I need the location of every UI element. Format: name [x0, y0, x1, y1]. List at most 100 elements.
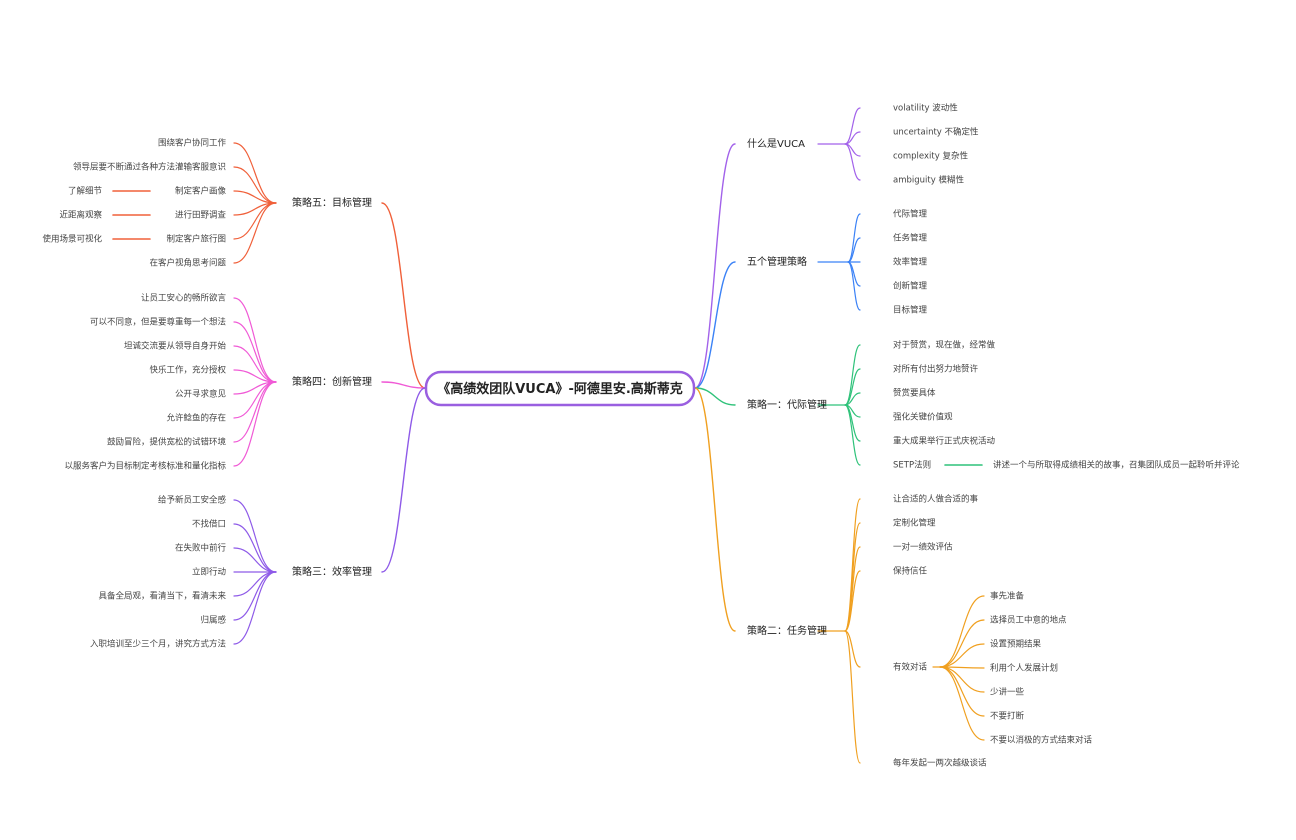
branch-7-child-3-connector [233, 547, 277, 573]
branch-3-child-3-connector [844, 392, 861, 406]
branch-5-child-6-connector [233, 202, 277, 264]
branch-4-child-5-sub-5-connector [939, 666, 985, 693]
branch-1-child-4-connector [844, 143, 861, 181]
branch-4-child-5-sub-1-connector [939, 595, 985, 668]
branch-3-child-5[interactable]: 重大成果举行正式庆祝活动 [893, 436, 996, 447]
branch-1-child-1[interactable]: volatility 波动性 [893, 103, 958, 114]
branch-7-child-4[interactable]: 立即行动 [192, 567, 227, 578]
branch-6-child-6[interactable]: 允许鲶鱼的存在 [166, 413, 226, 424]
branch-4-child-5-sub-2[interactable]: 选择员工中意的地点 [990, 615, 1067, 626]
branch-4-child-4[interactable]: 保持信任 [893, 566, 928, 577]
branch-4-child-2-connector [844, 522, 861, 632]
branch-4-child-2[interactable]: 定制化管理 [893, 518, 936, 529]
branch-1-child-1-connector [844, 107, 861, 145]
branch-4-child-5-sub-7[interactable]: 不要以消极的方式结束对话 [990, 735, 1093, 746]
branch-7-label[interactable]: 策略三：效率管理 [292, 565, 372, 578]
node-layer: 《高绩效团队VUCA》-阿德里安.高斯蒂克 什么是VUCA volatility … [42, 103, 1240, 769]
branch-6-child-8[interactable]: 以服务客户为目标制定考核标准和量化指标 [64, 461, 226, 472]
branch-5-child-3-sub-1[interactable]: 了解细节 [68, 186, 103, 197]
branch-3-child-2-connector [844, 368, 861, 406]
branch-6-child-7-connector [233, 381, 277, 443]
branch-2-child-2[interactable]: 任务管理 [893, 233, 928, 244]
branch-6-child-1-connector [233, 297, 277, 383]
branch-4-child-6-connector [844, 630, 861, 764]
branch-5-child-3[interactable]: 制定客户画像 [175, 186, 227, 197]
branch-2-label[interactable]: 五个管理策略 [747, 255, 807, 268]
branch-6-child-5[interactable]: 公开寻求意见 [175, 389, 227, 400]
branch-4-child-4-connector [844, 570, 861, 632]
branch-6-child-8-connector [233, 381, 277, 467]
branch-6-child-7[interactable]: 鼓励冒险，提供宽松的试错环境 [107, 437, 227, 448]
root-node-box[interactable] [424, 370, 696, 407]
branch-6-child-4[interactable]: 快乐工作，充分授权 [149, 365, 226, 376]
branch-3-child-4[interactable]: 强化关键价值观 [893, 412, 953, 423]
branch-5-connector [381, 202, 426, 389]
branch-7-child-3[interactable]: 在失败中前行 [175, 543, 227, 554]
branch-4-child-1-connector [844, 498, 861, 632]
branch-5-child-1[interactable]: 围绕客户协同工作 [158, 138, 227, 149]
branch-6-connector [381, 381, 426, 389]
branch-5-child-6[interactable]: 在客户视角思考问题 [149, 258, 226, 269]
branch-5-child-4-sub-1[interactable]: 近距离观察 [59, 210, 102, 221]
branch-3-label[interactable]: 策略一：代际管理 [747, 398, 827, 411]
branch-7-child-1[interactable]: 给予新员工安全感 [158, 495, 227, 506]
branch-1-child-3[interactable]: complexity 复杂性 [893, 151, 968, 162]
branch-1-child-2[interactable]: uncertainty 不确定性 [893, 127, 979, 138]
branch-4-child-5[interactable]: 有效对话 [893, 662, 928, 673]
branch-7-child-6[interactable]: 归属感 [200, 615, 226, 626]
branch-1-child-2-connector [844, 131, 861, 145]
branch-2-connector [694, 261, 736, 389]
branch-6-child-3[interactable]: 坦诚交流要从领导自身开始 [124, 341, 227, 352]
branch-5-child-2-connector [233, 166, 277, 204]
branch-7-child-2[interactable]: 不找借口 [192, 519, 226, 530]
branch-6-child-1[interactable]: 让员工安心的畅所欲言 [141, 293, 227, 304]
branch-1-child-4[interactable]: ambiguity 模糊性 [893, 175, 964, 186]
branch-5-child-1-connector [233, 142, 277, 204]
branch-3-child-1[interactable]: 对于赞赏，现在做，经常做 [893, 340, 996, 351]
branch-7-child-5[interactable]: 具备全局观，看清当下，看清未来 [98, 591, 226, 602]
branch-5-child-2[interactable]: 领导层要不断通过各种方法灌输客服意识 [73, 162, 226, 173]
branch-5-child-4[interactable]: 进行田野调查 [175, 210, 227, 221]
branch-4-child-5-sub-2-connector [939, 619, 985, 668]
branch-4-child-5-connector [844, 630, 861, 668]
branch-6-label[interactable]: 策略四：创新管理 [292, 375, 372, 388]
branch-4-child-5-sub-4[interactable]: 利用个人发展计划 [990, 663, 1058, 674]
branch-7-child-1-connector [233, 499, 277, 573]
branch-3-child-2[interactable]: 对所有付出努力地赞许 [893, 364, 979, 375]
branch-2-child-1-connector [847, 213, 861, 263]
branch-4-child-5-sub-7-connector [939, 666, 985, 741]
branch-4-child-1[interactable]: 让合适的人做合适的事 [893, 494, 979, 505]
branch-4-child-5-sub-3-connector [939, 643, 985, 668]
branch-6-child-3-connector [233, 345, 277, 383]
branch-6-child-2[interactable]: 可以不同意，但是要尊重每一个想法 [90, 317, 226, 328]
branch-5-child-5-sub-1[interactable]: 使用场景可视化 [42, 234, 102, 245]
branch-5-child-5[interactable]: 制定客户旅行图 [166, 234, 226, 245]
branch-2-child-2-connector [847, 237, 861, 263]
branch-4-child-3[interactable]: 一对一绩效评估 [893, 542, 953, 553]
branch-2-child-5-connector [847, 261, 861, 311]
branch-2-child-5[interactable]: 目标管理 [893, 305, 928, 316]
branch-3-child-1-connector [844, 344, 861, 406]
branch-1-label[interactable]: 什么是VUCA [747, 138, 805, 150]
branch-4-child-5-sub-6[interactable]: 不要打断 [990, 711, 1025, 722]
root-node-title: 《高绩效团队VUCA》-阿德里安.高斯蒂克 [437, 381, 683, 397]
branch-7-child-7[interactable]: 入职培训至少三个月，讲究方式方法 [90, 639, 226, 650]
branch-4-child-5-sub-3[interactable]: 设置预期结果 [990, 639, 1042, 650]
branch-7-child-5-connector [233, 571, 277, 597]
branch-2-child-3[interactable]: 效率管理 [893, 257, 928, 268]
branch-3-child-6-sub-1[interactable]: 讲述一个与所取得成绩相关的故事，召集团队成员一起聆听并评论 [993, 460, 1240, 471]
branch-4-connector [694, 387, 736, 632]
branch-4-child-5-sub-1[interactable]: 事先准备 [990, 591, 1025, 602]
branch-7-connector [381, 387, 426, 573]
branch-7-child-2-connector [233, 523, 277, 573]
branch-4-label[interactable]: 策略二：任务管理 [747, 624, 827, 637]
branch-4-child-5-sub-5[interactable]: 少讲一些 [990, 687, 1025, 698]
branch-3-child-6[interactable]: SETP法则 [893, 460, 931, 471]
branch-2-child-1[interactable]: 代际管理 [893, 209, 928, 220]
connector-layer [112, 107, 985, 764]
branch-2-child-4[interactable]: 创新管理 [893, 281, 928, 292]
branch-5-label[interactable]: 策略五：目标管理 [292, 196, 372, 209]
branch-3-child-3[interactable]: 赞赏要具体 [893, 388, 936, 399]
branch-7-child-6-connector [233, 571, 277, 621]
branch-4-child-6[interactable]: 每年发起一两次越级谈话 [893, 758, 987, 769]
